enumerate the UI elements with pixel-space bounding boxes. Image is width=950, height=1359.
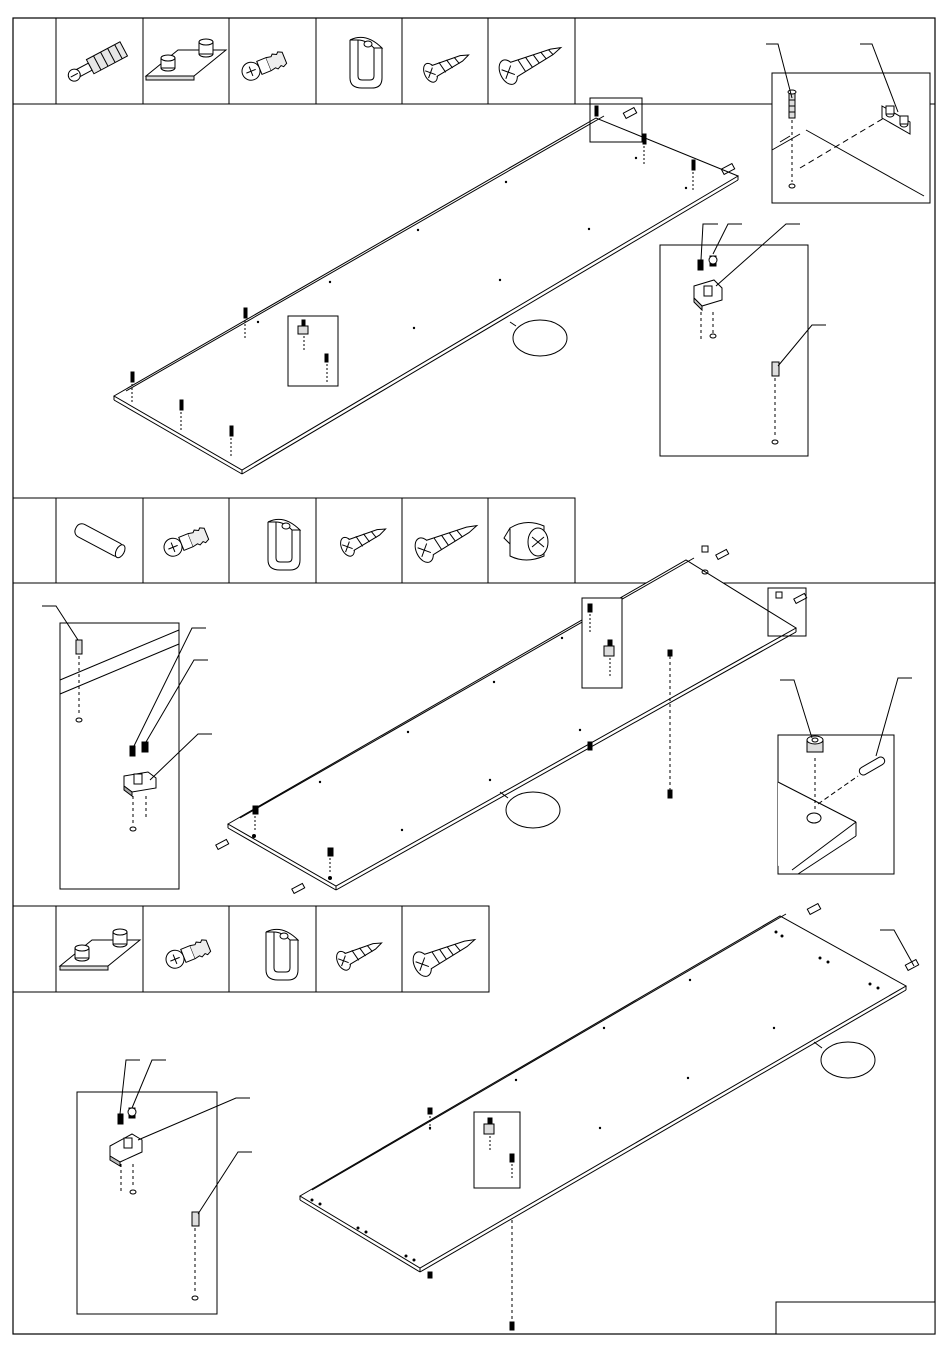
short-screw-icon (338, 520, 390, 558)
panel-label-oval (513, 320, 567, 356)
euro-screw-icon (239, 49, 287, 83)
dowel-icon (73, 522, 127, 560)
long-screw-icon (412, 514, 483, 565)
inset-clip-detail (288, 316, 338, 386)
panel-step-b (216, 546, 807, 893)
long-screw-icon (496, 36, 567, 87)
euro-screw-icon (163, 937, 211, 971)
panel-step-a (114, 106, 738, 474)
cam-lock-icon (504, 522, 548, 560)
detail-cam-lock-dowel (778, 678, 912, 874)
parts-row-step-c (13, 906, 489, 992)
panel-label-oval (821, 1042, 875, 1078)
footer-box (776, 1302, 935, 1334)
hanger-plate-icon (60, 929, 140, 970)
u-clip-icon (350, 37, 382, 88)
cam-bolt-icon (65, 42, 127, 85)
panel-label-oval (506, 792, 560, 828)
u-clip-icon (268, 519, 300, 570)
detail-u-clip-left (42, 606, 212, 889)
panel-step-c (300, 904, 919, 1330)
detail-cam-bolt-plate (766, 44, 930, 203)
detail-u-clip (660, 224, 826, 456)
short-screw-icon (334, 934, 386, 972)
hanger-plate-icon (146, 39, 226, 80)
parts-row-step-b (13, 498, 935, 583)
inset-clip-detail (582, 598, 622, 688)
u-clip-icon (266, 929, 298, 980)
inset-clip-detail (474, 1112, 520, 1188)
short-screw-icon (421, 46, 473, 84)
euro-screw-icon (161, 525, 209, 559)
long-screw-icon (410, 928, 481, 979)
detail-u-clip-bottom (77, 1060, 252, 1314)
